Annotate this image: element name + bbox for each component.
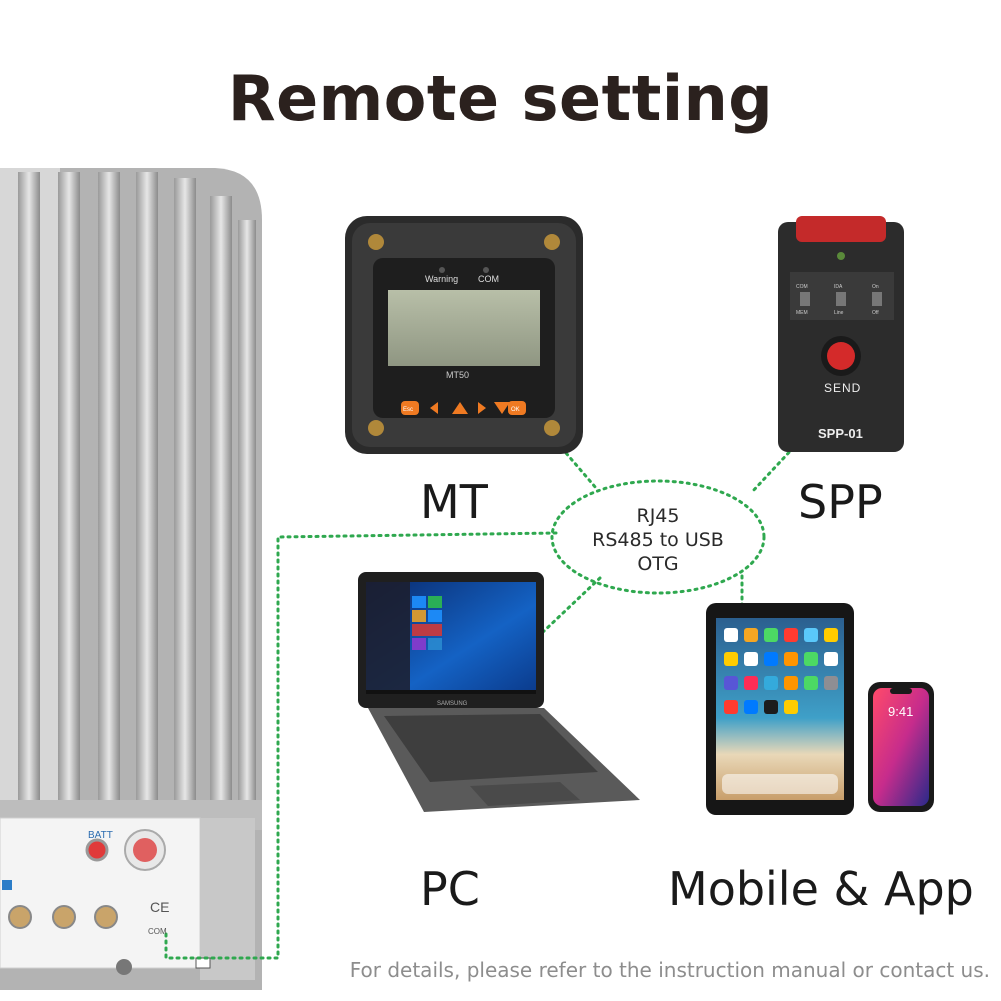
spp-switch-3-bottom: Off xyxy=(872,310,879,316)
label-spp: SPP xyxy=(798,475,883,529)
spp-send-label: SEND xyxy=(824,381,861,395)
spp-switch-1-top: COM xyxy=(796,284,808,290)
hub-line-otg: OTG xyxy=(637,553,679,575)
spp-switch-2-bottom: Line xyxy=(834,310,844,316)
ce-mark: CE xyxy=(150,899,169,915)
label-pc: PC xyxy=(420,862,480,916)
mt-warning-label: Warning xyxy=(425,274,458,284)
spp-switch-3-top: On xyxy=(872,284,879,290)
spp01-remote-illustration xyxy=(778,216,904,452)
footer-note: For details, please refer to the instruc… xyxy=(349,958,990,982)
mt50-meter-illustration xyxy=(345,216,583,454)
mt-esc-key: Esc xyxy=(403,407,413,413)
controller-panel xyxy=(2,829,211,975)
spp-switch-1-bottom: MEM xyxy=(796,310,808,316)
hub-line-rs485: RS485 to USB xyxy=(592,529,724,551)
com-port-label: COM xyxy=(148,927,167,936)
mt-model-label: MT50 xyxy=(446,370,469,380)
hub-line-rj45: RJ45 xyxy=(636,505,680,527)
laptop-brand: SAMSUNG xyxy=(437,701,468,707)
laptop-illustration xyxy=(358,572,640,812)
phone-time: 9:41 xyxy=(888,704,913,719)
connection-hub: RJ45 RS485 to USB OTG xyxy=(568,504,748,576)
page-title: Remote setting xyxy=(227,62,774,135)
mt-com-label: COM xyxy=(478,274,499,284)
batt-label: BATT xyxy=(88,830,113,841)
spp-switch-2-top: IDA xyxy=(834,284,843,290)
mt-ok-key: OK xyxy=(511,407,520,413)
phone-illustration xyxy=(868,682,934,812)
spp-model-label: SPP-01 xyxy=(818,426,863,441)
controller-heatsink xyxy=(0,168,262,990)
label-mt: MT xyxy=(420,475,488,529)
label-mobile-app: Mobile & App xyxy=(668,862,974,916)
tablet-illustration xyxy=(706,603,854,815)
